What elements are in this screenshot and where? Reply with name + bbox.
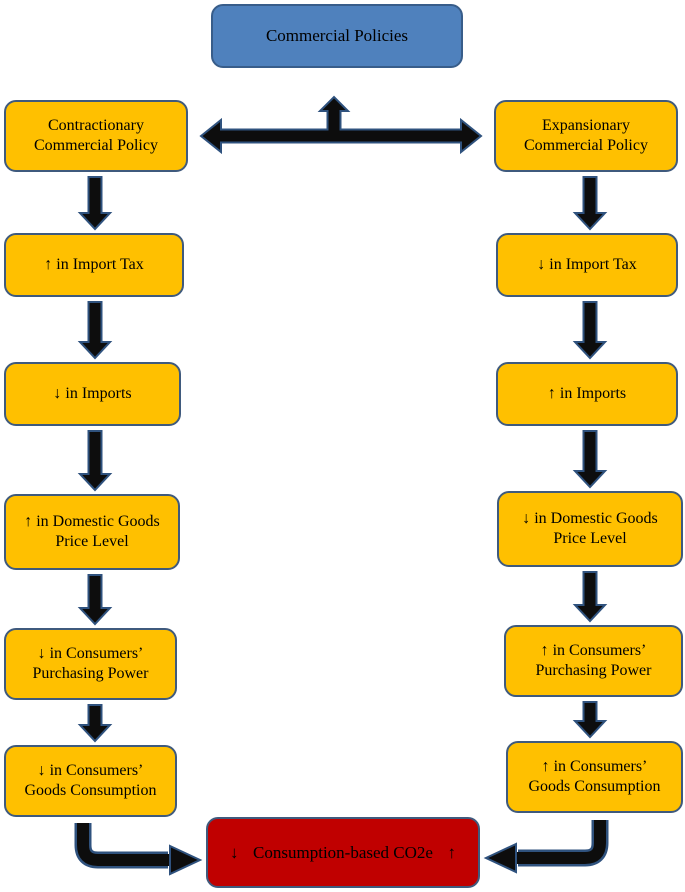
node-increase-purchasing-power: ↑ in Consumers’ Purchasing Power	[504, 625, 683, 697]
node-label: ↑ in Domestic Goods Price Level	[24, 512, 160, 550]
down-symbol: ↓	[230, 842, 239, 862]
down-arrow-icon	[572, 430, 608, 489]
up-symbol: ↑	[447, 842, 457, 862]
down-arrow-icon	[572, 176, 608, 231]
down-arrow-icon	[77, 301, 113, 360]
down-arrow-icon	[77, 574, 113, 626]
node-commercial-policies: Commercial Policies	[211, 4, 463, 68]
node-decrease-goods-consumption: ↓ in Consumers’ Goods Consumption	[4, 745, 177, 817]
node-decrease-purchasing-power: ↓ in Consumers’ Purchasing Power	[4, 628, 177, 700]
node-expansionary-policy: Expansionary Commercial Policy	[494, 100, 678, 172]
down-arrow-icon	[572, 571, 608, 623]
node-label: Contractionary Commercial Policy	[34, 116, 158, 154]
node-decrease-imports: ↓ in Imports	[4, 362, 181, 426]
down-arrow-icon	[77, 430, 113, 492]
down-arrow-icon	[77, 704, 113, 743]
node-label: ↓ in Consumers’ Purchasing Power	[32, 644, 149, 682]
down-arrow-icon	[572, 701, 608, 739]
node-label: ↓ in Consumers’ Goods Consumption	[24, 761, 157, 799]
node-increase-goods-consumption: ↑ in Consumers’ Goods Consumption	[506, 741, 683, 813]
down-arrow-icon	[77, 176, 113, 231]
node-label: ↑ in Import Tax	[44, 255, 144, 273]
node-increase-import-tax: ↑ in Import Tax	[4, 233, 184, 297]
node-label: ↓ in Domestic Goods Price Level	[522, 509, 658, 547]
node-consumption-based-co2e: ↓ Consumption-based CO2e ↑	[206, 817, 480, 888]
node-increase-imports: ↑ in Imports	[496, 362, 678, 426]
node-label: ↑ in Imports	[547, 384, 627, 402]
node-label: Consumption-based CO2e	[253, 842, 433, 862]
node-decrease-domestic-price-level: ↓ in Domestic Goods Price Level	[497, 491, 683, 567]
node-contractionary-policy: Contractionary Commercial Policy	[4, 100, 188, 172]
down-arrow-icon	[572, 301, 608, 360]
node-label: ↓ in Import Tax	[537, 255, 637, 273]
node-label: Commercial Policies	[265, 26, 409, 46]
node-label: Expansionary Commercial Policy	[524, 116, 648, 154]
node-label: ↑ in Consumers’ Goods Consumption	[528, 757, 661, 795]
elbow-arrow-left-icon	[74, 823, 203, 876]
node-label: ↓ in Imports	[53, 384, 132, 402]
node-increase-domestic-price-level: ↑ in Domestic Goods Price Level	[4, 494, 180, 570]
node-label: ↑ in Consumers’ Purchasing Power	[535, 641, 652, 679]
elbow-arrow-right-icon	[483, 820, 609, 874]
node-decrease-import-tax: ↓ in Import Tax	[496, 233, 678, 297]
double-headed-arrow-with-up-stem-icon	[199, 95, 483, 155]
